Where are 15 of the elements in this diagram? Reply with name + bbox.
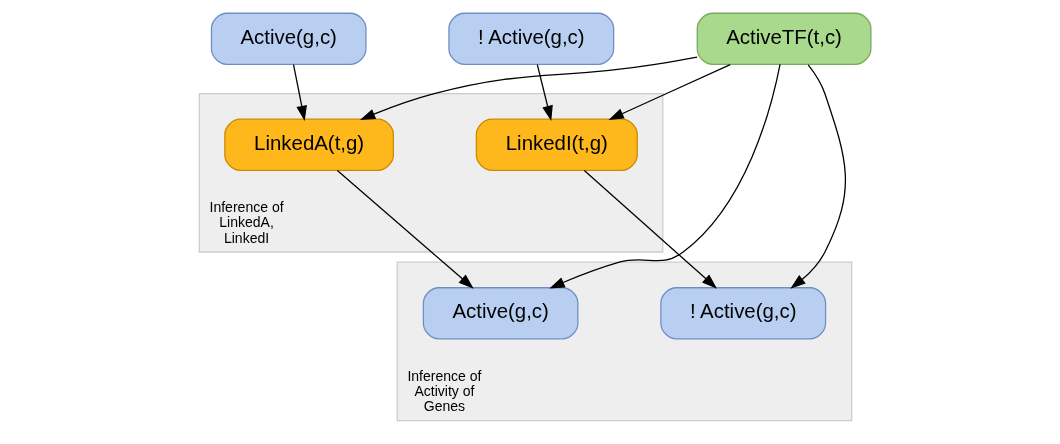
node-box: LinkedI(t,g) [475, 118, 638, 171]
arrow [583, 169, 718, 289]
node-box: Active(g,c) [210, 12, 367, 65]
arrow [536, 63, 553, 121]
arrow [336, 169, 474, 289]
arrow [292, 63, 307, 122]
arrow [359, 56, 698, 120]
node-box: ! Active(g,c) [660, 287, 827, 340]
arrow [790, 64, 846, 289]
node-box: ActiveTF(t,c) [696, 12, 872, 65]
arrow [608, 63, 731, 120]
node-box: ! Active(g,c) [448, 12, 615, 65]
node-box: LinkedA(t,g) [224, 118, 395, 171]
node-box: Active(g,c) [422, 287, 579, 340]
arrow [549, 63, 781, 289]
